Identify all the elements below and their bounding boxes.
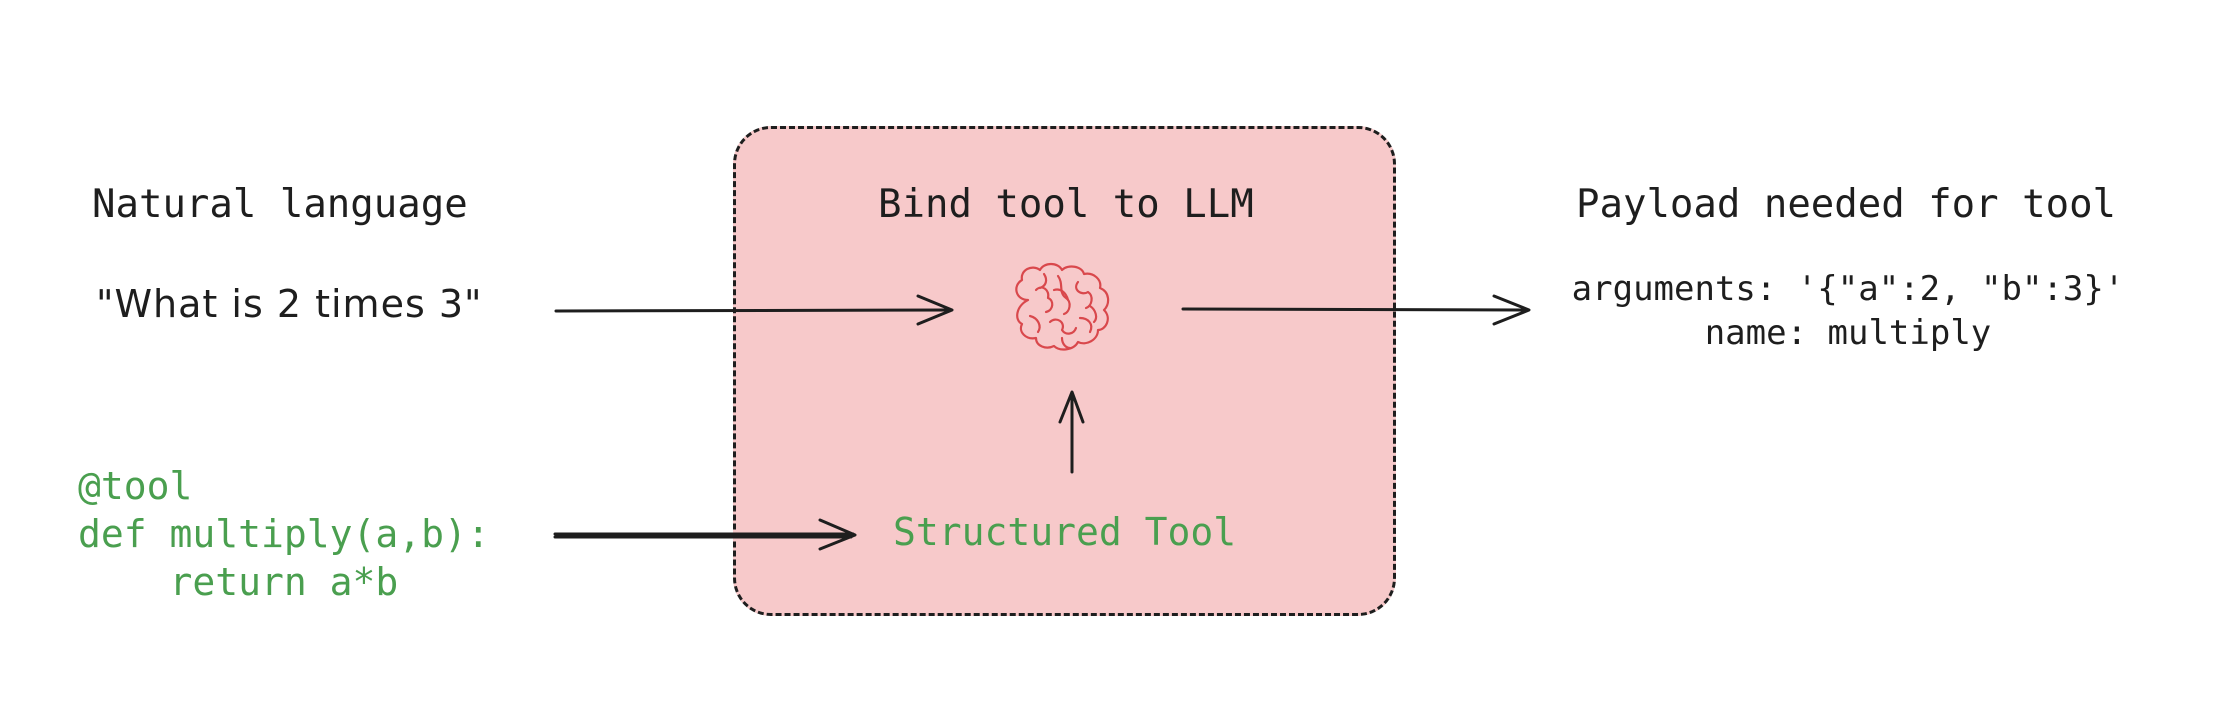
code-line: return a*b: [78, 560, 399, 604]
payload-heading: Payload needed for tool: [1576, 182, 2117, 227]
payload-block: arguments: '{"a":2, "b":3}' name: multip…: [1558, 267, 2138, 355]
arrow-question-to-llm: [554, 294, 954, 326]
brain-icon: [1015, 262, 1110, 351]
arrow-code-to-structured-tool: [553, 518, 857, 551]
code-line: def multiply(a,b):: [78, 512, 490, 556]
payload-arguments: arguments: '{"a":2, "b":3}': [1571, 269, 2125, 309]
bind-tool-heading: Bind tool to LLM: [878, 182, 1254, 227]
structured-tool-label: Structured Tool: [893, 510, 1237, 554]
code-line: @tool: [78, 464, 193, 508]
input-question: "What is 2 times 3": [96, 282, 483, 326]
arrow-tool-to-llm: [1058, 390, 1085, 474]
payload-name: name: multiply: [1704, 313, 1992, 353]
arrow-llm-to-payload: [1181, 294, 1531, 326]
natural-language-heading: Natural language: [92, 182, 468, 227]
